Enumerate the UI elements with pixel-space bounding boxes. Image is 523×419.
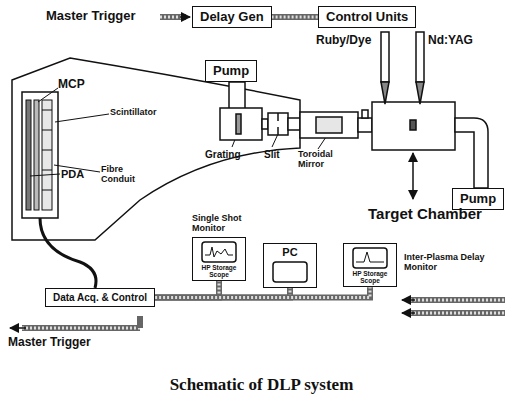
toroidal-mirror: [300, 110, 372, 138]
box-label: Control Units: [326, 10, 408, 24]
monitor-heading: Inter-Plasma Delay Monitor: [404, 253, 500, 273]
part-label: Master Trigger: [46, 9, 136, 23]
box-frame: Pump: [205, 60, 257, 82]
monitor-heading: Single Shot Monitor: [192, 214, 254, 234]
part-label: Nd:YAG: [428, 34, 473, 47]
trigger-cable: [160, 17, 190, 18]
scope-label: HP Storage Scope: [346, 270, 394, 284]
box-frame: Control Units: [318, 6, 416, 28]
scope-box: HP Storage Scope: [192, 237, 246, 281]
leader-lines: [30, 88, 328, 176]
box-label: Pump: [213, 64, 249, 78]
screen-icon: [352, 247, 388, 269]
laser-ruby: [381, 32, 389, 104]
scope-label: HP Storage Scope: [195, 264, 243, 278]
box-label: Data Acq. & Control: [53, 292, 147, 303]
trigger-out-cable: [10, 316, 140, 328]
grating-chamber: [220, 82, 268, 140]
delay-cables: [402, 300, 505, 313]
caption: Schematic of DLP system: [0, 376, 523, 395]
cable-connector: [272, 17, 318, 18]
detector-cable: [40, 218, 96, 288]
screen-icon: [272, 261, 308, 283]
part-label: Target Chamber: [368, 206, 482, 223]
part-label: MCP: [58, 78, 85, 91]
equipment-box: Delay Gen: [192, 6, 272, 28]
equipment-box: Control Units: [318, 6, 416, 28]
part-label: Master Trigger: [8, 336, 91, 349]
part-label: Ruby/Dye: [316, 34, 371, 47]
part-label: Grating: [205, 149, 241, 160]
pump-pipe: [455, 118, 488, 188]
detector-stack: [22, 92, 58, 218]
target-chamber: [372, 102, 455, 199]
spectrometer-housing: [12, 58, 300, 240]
part-label: Toroidal Mirror: [298, 150, 350, 170]
box-label: Delay Gen: [200, 10, 264, 24]
cable-connector: [155, 287, 370, 297]
screen-icon: [201, 241, 237, 263]
equipment-box: Pump: [205, 60, 257, 82]
monitor-node: Single Shot Monitor HP Storage Scope: [192, 214, 254, 281]
slit: [268, 113, 300, 135]
monitor-node: HP Storage Scope Inter-Plasma Delay Monit…: [343, 243, 500, 287]
part-label: PDA: [61, 168, 84, 180]
part-label: Scintillator: [110, 108, 157, 118]
scope-box: HP Storage Scope: [343, 243, 397, 287]
box-label: Pump: [460, 192, 496, 206]
pc-box: PC: [263, 243, 317, 288]
box-frame: Delay Gen: [192, 6, 272, 28]
laser-ndyag: [416, 32, 424, 104]
equipment-box: Data Acq. & Control: [45, 288, 155, 307]
part-label: Fibre Conduit: [101, 165, 145, 185]
part-label: Slit: [264, 149, 280, 160]
pc-node: PC: [263, 243, 317, 288]
box-frame: Data Acq. & Control: [45, 288, 155, 307]
pc-label: PC: [266, 246, 314, 258]
